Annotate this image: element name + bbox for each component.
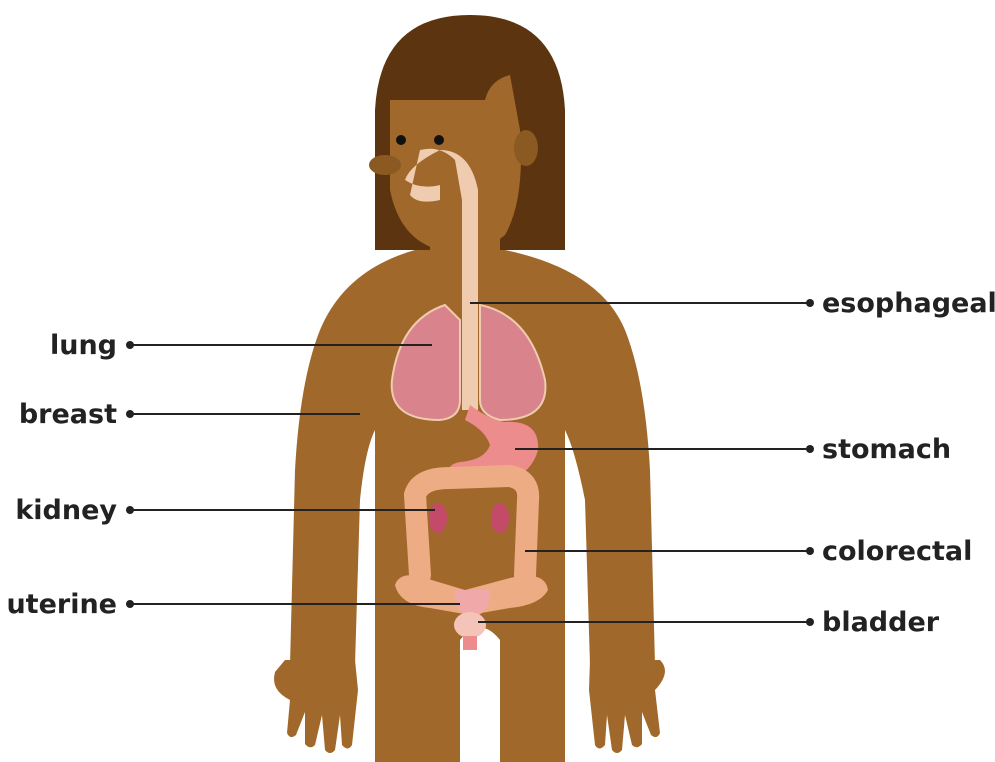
stomach-dot bbox=[806, 445, 814, 453]
label-colorectal: colorectal bbox=[822, 536, 972, 567]
lung-dot bbox=[126, 341, 134, 349]
ear bbox=[514, 130, 538, 166]
right-kidney bbox=[491, 503, 509, 533]
label-lung: lung bbox=[50, 330, 117, 361]
label-kidney: kidney bbox=[15, 495, 117, 526]
right-eye bbox=[434, 135, 444, 145]
label-bladder: bladder bbox=[822, 607, 940, 638]
bladder-dot bbox=[806, 618, 814, 626]
label-stomach: stomach bbox=[822, 434, 951, 465]
label-uterine: uterine bbox=[6, 589, 117, 620]
left-kidney bbox=[429, 503, 447, 533]
label-esophageal: esophageal bbox=[822, 288, 995, 319]
left-eye bbox=[396, 135, 406, 145]
kidney-dot bbox=[126, 506, 134, 514]
esophagus bbox=[462, 200, 478, 410]
label-breast: breast bbox=[19, 399, 117, 430]
right-hand bbox=[589, 660, 665, 753]
esophageal-dot bbox=[806, 299, 814, 307]
nose bbox=[369, 155, 401, 175]
bladder bbox=[454, 612, 486, 638]
left-hand bbox=[274, 660, 358, 753]
face bbox=[390, 75, 521, 253]
breast-dot bbox=[126, 410, 134, 418]
urethra bbox=[463, 636, 477, 650]
colorectal-dot bbox=[806, 547, 814, 555]
uterine-dot bbox=[126, 600, 134, 608]
